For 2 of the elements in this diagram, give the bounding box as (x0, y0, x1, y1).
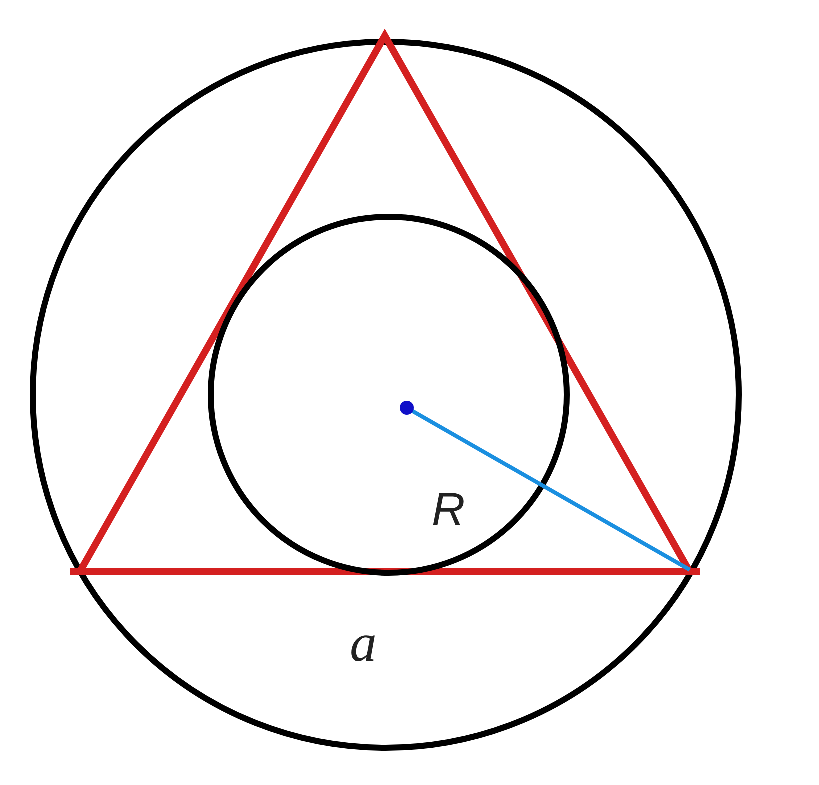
radius-label: R (432, 486, 466, 532)
side-label: a (350, 616, 377, 670)
